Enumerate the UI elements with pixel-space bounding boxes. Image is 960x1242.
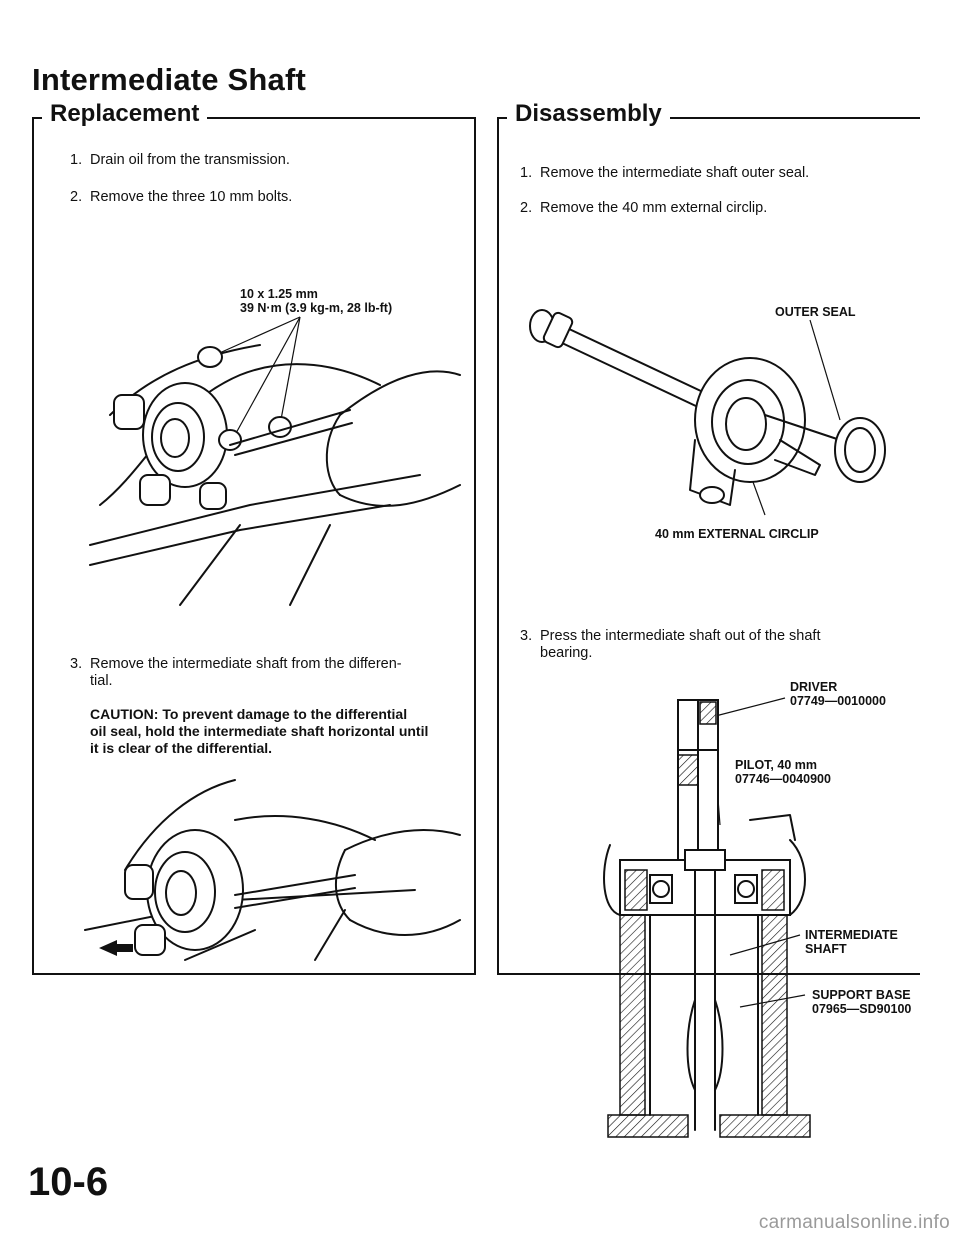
press-setup-illustration <box>603 697 811 1138</box>
disassembly-title: Disassembly <box>507 100 670 128</box>
support-base-label: SUPPORT BASE 07965—SD90100 <box>812 988 912 1016</box>
torque-label-spec: 39 N·m (3.9 kg-m, 28 lb-ft) <box>240 301 393 315</box>
replacement-title: Replacement <box>42 100 208 128</box>
replacement-step-2: 2.Remove the three 10 mm bolts. <box>70 189 293 205</box>
intermediate-shaft-label: INTERMEDIATE SHAFT <box>805 928 898 956</box>
outer-seal-label: OUTER SEAL <box>775 305 856 319</box>
disassembly-step-2: 2.Remove the 40 mm external circlip. <box>520 200 768 216</box>
watermark-text: carmanualsonline.info <box>758 1212 950 1233</box>
disassembly-step-1: 1.Remove the intermediate shaft outer se… <box>520 165 810 181</box>
torque-label-size: 10 x 1.25 mm <box>240 287 318 301</box>
pilot-label: PILOT, 40 mm 07746—0040900 <box>735 758 831 786</box>
shaft-removal-illustration <box>84 779 461 961</box>
disassembly-step-3: 3.Press the intermediate shaft out of th… <box>520 628 821 661</box>
page-title: Intermediate Shaft <box>32 62 307 97</box>
replacement-step-3: 3.Remove the intermediate shaft from the… <box>70 656 402 689</box>
bolt-removal-illustration <box>89 316 461 606</box>
replacement-step-1: 1.Drain oil from the transmission. <box>70 152 290 168</box>
page-number: 10-6 <box>28 1160 109 1204</box>
caution-note: CAUTION: To prevent damage to the differ… <box>90 706 429 756</box>
shaft-exploded-illustration <box>529 309 886 516</box>
circlip-label: 40 mm EXTERNAL CIRCLIP <box>655 527 819 541</box>
driver-label: DRIVER 07749—0010000 <box>790 680 886 708</box>
